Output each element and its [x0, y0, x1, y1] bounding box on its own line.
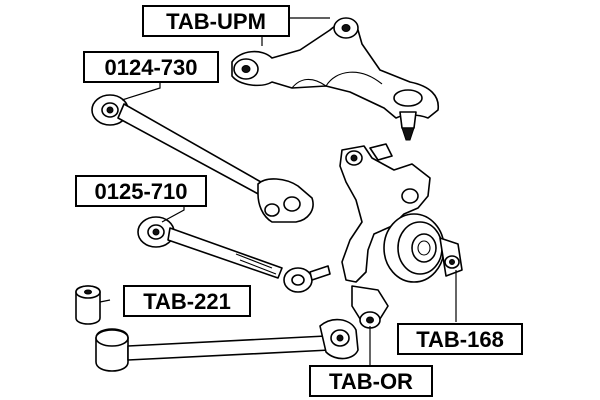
label-0124-730: 0124-730: [83, 51, 219, 83]
label-tab-221: TAB-221: [123, 285, 251, 317]
label-tab-168: TAB-168: [397, 323, 523, 355]
label-0125-710-text: 0125-710: [95, 179, 188, 204]
label-tab-168-text: TAB-168: [416, 327, 504, 352]
label-tab-or: TAB-OR: [309, 365, 433, 397]
upper-control-arm: [231, 17, 439, 141]
lower-arm: [95, 318, 359, 372]
label-0125-710: 0125-710: [75, 175, 207, 207]
label-tab-upm: TAB-UPM: [142, 5, 290, 37]
toe-control-rod: [137, 216, 331, 293]
knuckle-hub: [339, 143, 463, 329]
label-tab-upm-text: TAB-UPM: [166, 9, 266, 34]
label-tab-221-text: TAB-221: [143, 289, 231, 314]
bushing-tab-221: [75, 285, 101, 325]
label-tab-or-text: TAB-OR: [329, 369, 413, 394]
lateral-arm-long: [91, 94, 314, 223]
label-0124-730-text: 0124-730: [105, 55, 198, 80]
